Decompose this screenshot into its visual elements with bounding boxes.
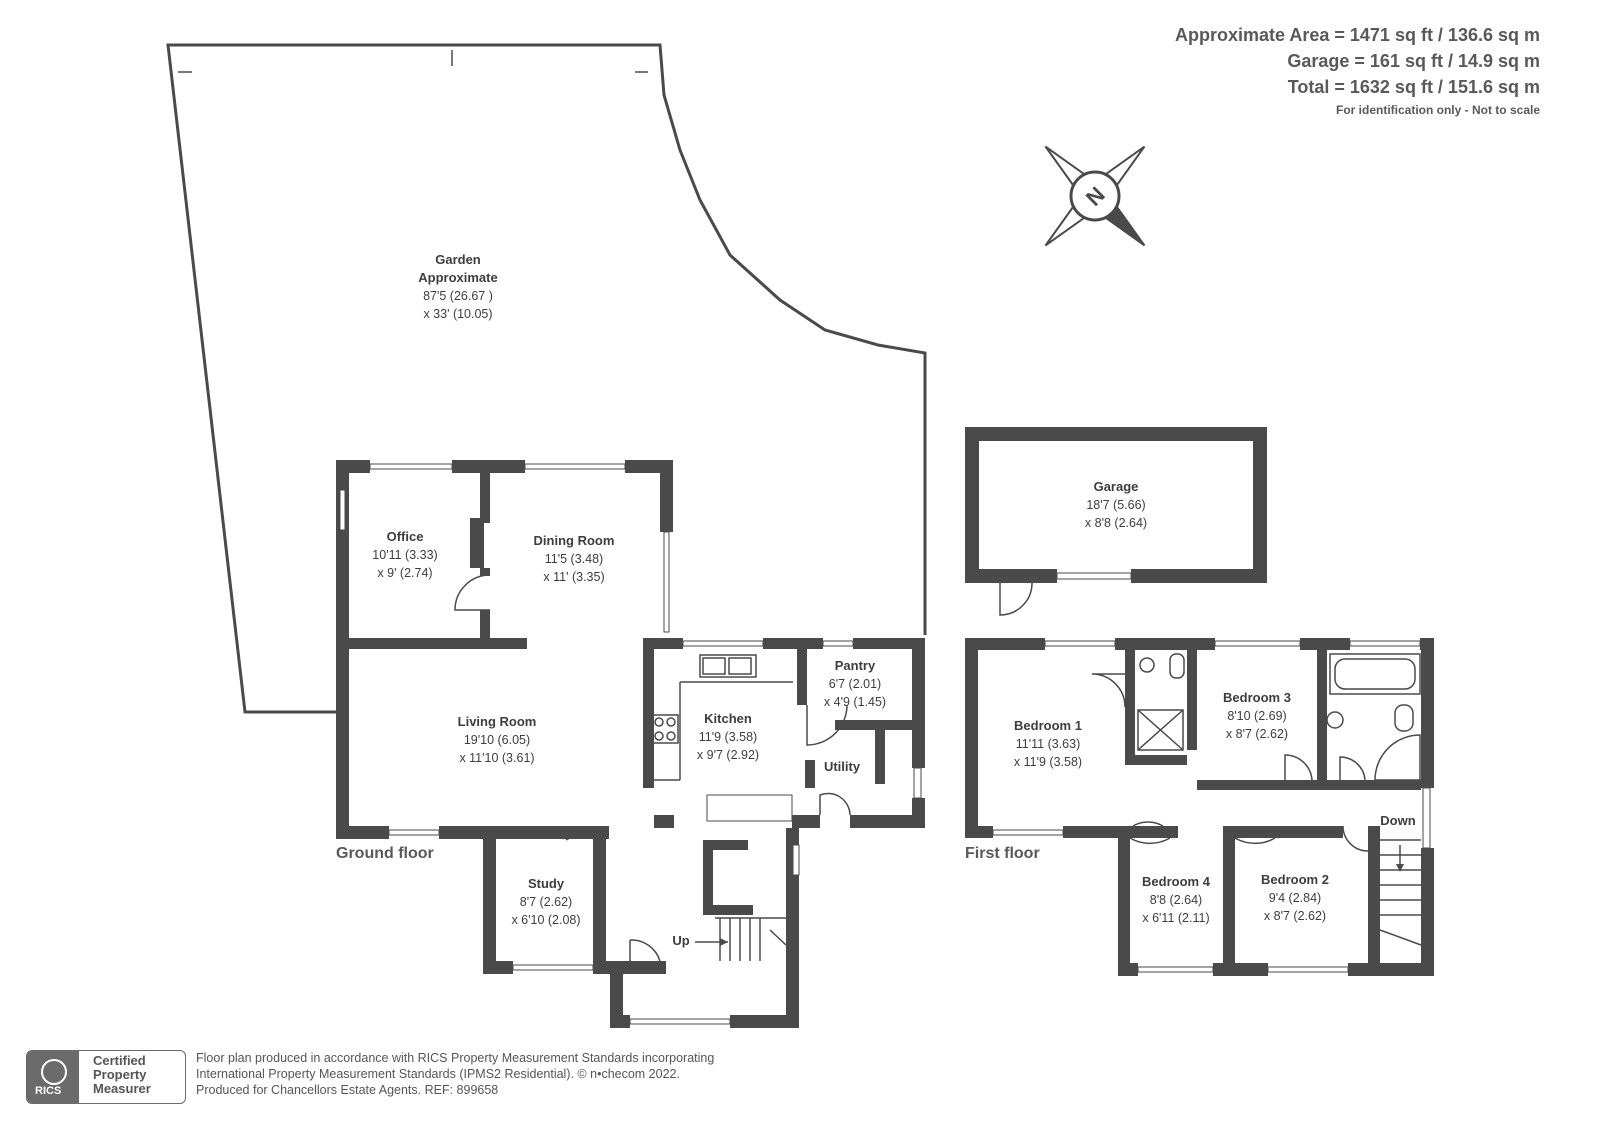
living-label: Living Room 19'10 (6.05) x 11'10 (3.61) [458, 714, 537, 765]
kitchen-label: Kitchen 11'9 (3.58) x 9'7 (2.92) [697, 711, 759, 762]
garage-label: Garage 18'7 (5.66) x 8'8 (2.64) [1085, 479, 1147, 530]
garden-dim2: x 33' (10.05) [423, 307, 492, 321]
rics-logo: RICS [27, 1051, 79, 1103]
garage-name: Garage [1094, 479, 1139, 494]
garden-sub: Approximate [418, 270, 497, 285]
kitchen-name: Kitchen [704, 711, 752, 726]
study-label: Study 8'7 (2.62) x 6'10 (2.08) [511, 876, 580, 927]
disclaimer: Floor plan produced in accordance with R… [196, 1050, 714, 1098]
dining-label: Dining Room 11'5 (3.48) x 11' (3.35) [534, 533, 615, 584]
bedroom4-dim2: x 6'11 (2.11) [1142, 911, 1209, 925]
disclaimer-line1: Floor plan produced in accordance with R… [196, 1051, 715, 1065]
bedroom1-dim1: 11'11 (3.63) [1016, 737, 1080, 751]
bedroom4-name: Bedroom 4 [1142, 874, 1211, 889]
garden-dim1: 87'5 (26.67 ) [423, 289, 493, 303]
bedroom2-dim1: 9'4 (2.84) [1269, 891, 1321, 905]
area-summary: Approximate Area = 1471 sq ft / 136.6 sq… [1175, 22, 1540, 120]
kitchen-dim1: 11'9 (3.58) [699, 730, 757, 744]
cert-line1: Certified [93, 1053, 146, 1068]
stairs-up-label: Up [672, 933, 689, 948]
total-area: Total = 1632 sq ft / 151.6 sq m [1287, 77, 1540, 97]
bedroom4-label: Bedroom 4 8'8 (2.64) x 6'11 (2.11) [1142, 874, 1211, 925]
bedroom3-name: Bedroom 3 [1223, 690, 1291, 705]
utility-name: Utility [824, 759, 861, 774]
dining-name: Dining Room [534, 533, 615, 548]
garage-area: Garage = 161 sq ft / 14.9 sq m [1287, 51, 1540, 71]
kitchen-dim2: x 9'7 (2.92) [697, 748, 759, 762]
ground-floor-walls [336, 460, 925, 1028]
pantry-name: Pantry [835, 658, 876, 673]
dining-dim2: x 11' (3.35) [543, 570, 604, 584]
office-name: Office [387, 529, 424, 544]
approximate-area: Approximate Area = 1471 sq ft / 136.6 sq… [1175, 25, 1540, 45]
bedroom1-dim2: x 11'9 (3.58) [1014, 755, 1082, 769]
pantry-label: Pantry 6'7 (2.01) x 4'9 (1.45) [824, 658, 886, 709]
cert-line3: Measurer [93, 1081, 151, 1096]
office-label: Office 10'11 (3.33) x 9' (2.74) [372, 529, 437, 580]
bedroom3-label: Bedroom 3 8'10 (2.69) x 8'7 (2.62) [1223, 690, 1291, 741]
pantry-dim2: x 4'9 (1.45) [824, 695, 886, 709]
compass-rose-icon: N [1044, 145, 1146, 247]
garage-dim1: 18'7 (5.66) [1086, 498, 1145, 512]
garden-name: Garden [435, 252, 481, 267]
dining-dim1: 11'5 (3.48) [545, 552, 603, 566]
scale-note: For identification only - Not to scale [1335, 103, 1540, 117]
garden-outline [166, 43, 927, 714]
living-dim1: 19'10 (6.05) [464, 733, 530, 747]
ground-floor-label: Ground floor [336, 845, 434, 862]
study-name: Study [528, 876, 565, 891]
living-dim2: x 11'10 (3.61) [459, 751, 534, 765]
bedroom3-dim2: x 8'7 (2.62) [1226, 727, 1288, 741]
first-floor-label: First floor [965, 845, 1040, 862]
bedroom2-name: Bedroom 2 [1261, 872, 1329, 887]
bedroom1-name: Bedroom 1 [1014, 718, 1082, 733]
certified-text: Certified Property Measurer [93, 1054, 151, 1096]
garage-walls [965, 427, 1267, 616]
cert-line2: Property [93, 1067, 147, 1082]
disclaimer-line3: Produced for Chancellors Estate Agents. … [196, 1083, 499, 1097]
rics-wordmark: RICS [35, 1085, 62, 1097]
bedroom4-dim1: 8'8 (2.64) [1150, 893, 1202, 907]
bedroom1-label: Bedroom 1 11'11 (3.63) x 11'9 (3.58) [1014, 718, 1082, 769]
office-dim2: x 9' (2.74) [377, 566, 432, 580]
study-dim1: 8'7 (2.62) [520, 895, 572, 909]
pantry-dim1: 6'7 (2.01) [829, 677, 881, 691]
bedroom3-dim1: 8'10 (2.69) [1227, 709, 1286, 723]
stairs-down-label: Down [1380, 813, 1415, 828]
garage-dim2: x 8'8 (2.64) [1085, 516, 1147, 530]
study-dim2: x 6'10 (2.08) [511, 913, 580, 927]
disclaimer-line2: International Property Measurement Stand… [196, 1067, 680, 1081]
office-dim1: 10'11 (3.33) [372, 548, 437, 562]
garden-label: Garden Approximate 87'5 (26.67 ) x 33' (… [418, 252, 497, 321]
bedroom2-dim2: x 8'7 (2.62) [1264, 909, 1326, 923]
rics-lion-icon [41, 1059, 67, 1085]
first-floor-walls [965, 638, 1434, 976]
living-name: Living Room [458, 714, 537, 729]
rics-certified-badge: RICS Certified Property Measurer [26, 1050, 186, 1104]
bedroom2-label: Bedroom 2 9'4 (2.84) x 8'7 (2.62) [1261, 872, 1329, 923]
